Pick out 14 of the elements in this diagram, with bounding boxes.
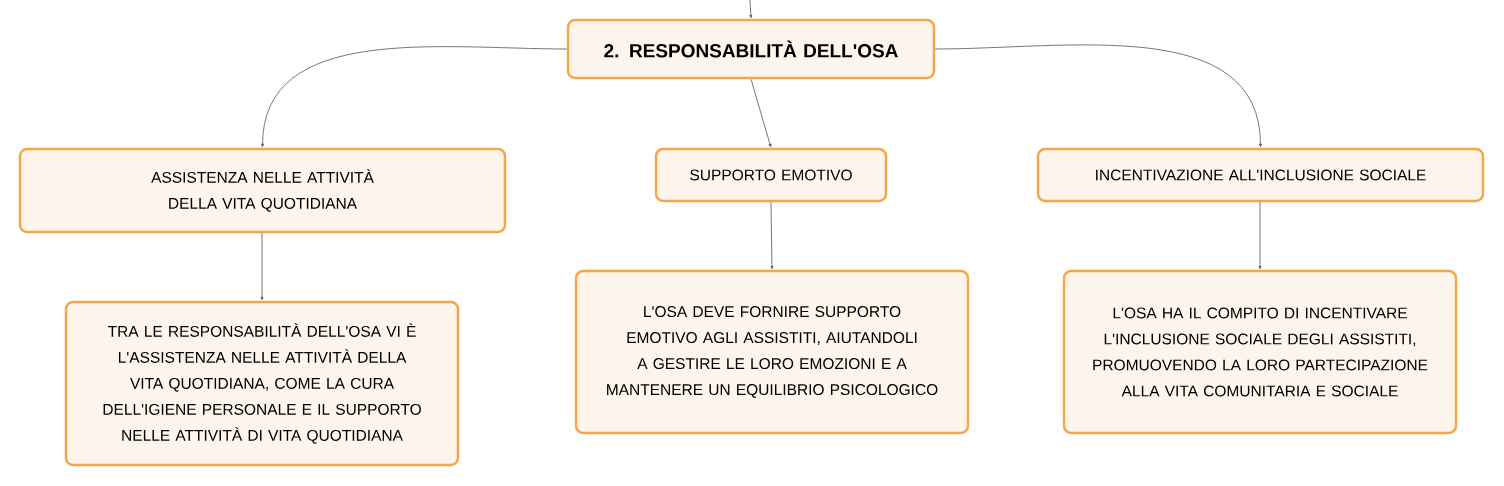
topic-box: INCENTIVAZIONE ALL'INCLUSIONE SOCIALE (1036, 147, 1485, 203)
topic-box: ASSISTENZA NELLE ATTIVITÀ DELLA VITA QUOTIDIANA (18, 147, 507, 234)
arrow (934, 44, 1262, 148)
description-box: L'OSA DEVE FORNIRE SUPPORTO EMOTIVO AGLI ASSISTITI, AIUTANDOLI A GESTIRE LE LORO EMOZIONI E A MANTENERE UN EQUILIBRIO PSICOLOGICO (574, 269, 970, 435)
topic-box: SUPPORTO EMOTIVO (654, 147, 888, 203)
arrow (749, 0, 753, 19)
arrow (261, 46, 568, 148)
description-box: L'OSA HA IL COMPITO DI INCENTIVARE L'INCLUSIONE SOCIALE DEGLI ASSISTITI, PROMUOVENDO LA LORO PARTECIPAZIONE ALLA VITA COMUNITARIA E SOCIALE (1062, 269, 1458, 435)
arrow (770, 201, 774, 270)
arrow (260, 232, 264, 301)
title-box: 2. RESPONSABILITÀ DELL'OSA (566, 18, 936, 80)
description-box: TRA LE RESPONSABILITÀ DELL'OSA VI È L'ASSISTENZA NELLE ATTIVITÀ DELLA VITA QUOTIDIANA, COME LA CURA DELL'IGIENE PERSONALE E IL SUPPORTO NELLE ATTIVITÀ DI VITA QUOTIDIANA (64, 300, 460, 467)
arrow (750, 78, 772, 148)
arrow (1258, 201, 1262, 270)
